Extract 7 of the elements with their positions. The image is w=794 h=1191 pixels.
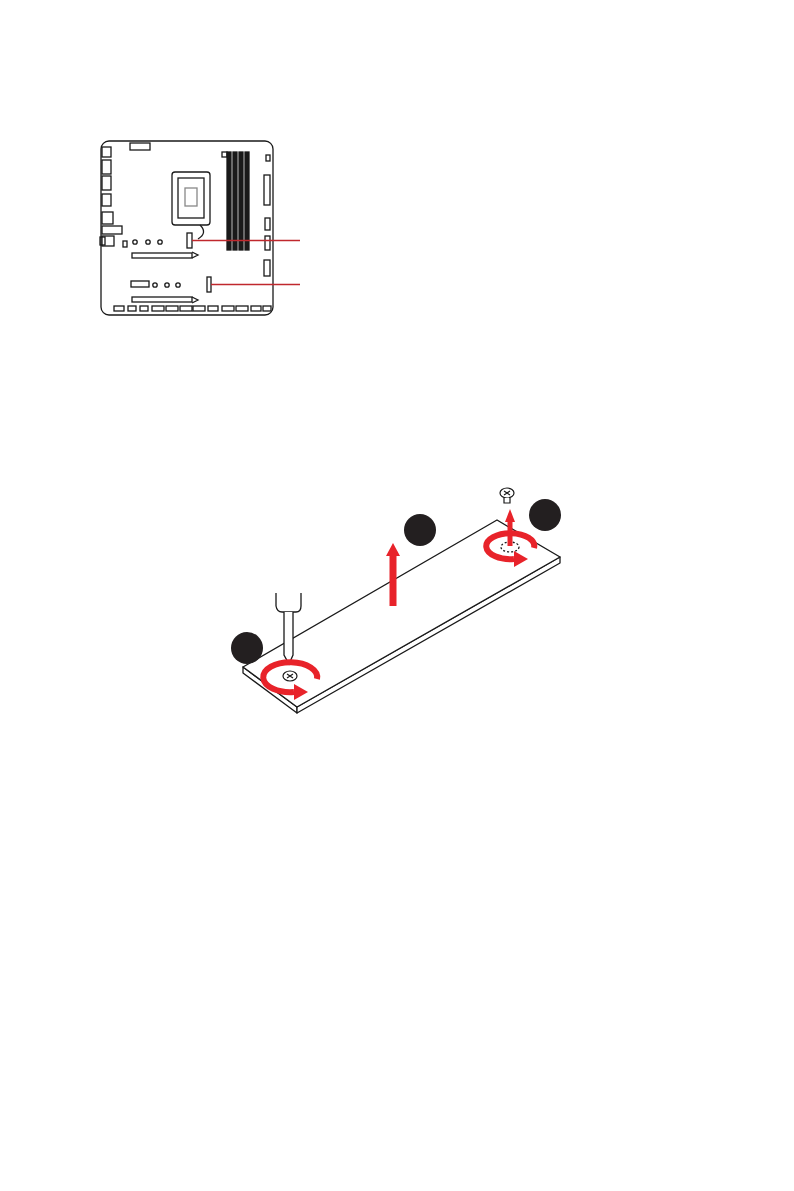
step-marker <box>529 499 561 531</box>
m2-slot <box>206 276 212 293</box>
step-marker <box>231 632 263 664</box>
leader-line <box>210 283 301 286</box>
step-marker <box>404 514 436 546</box>
m2-slot <box>186 232 193 249</box>
leader-line <box>191 239 301 242</box>
